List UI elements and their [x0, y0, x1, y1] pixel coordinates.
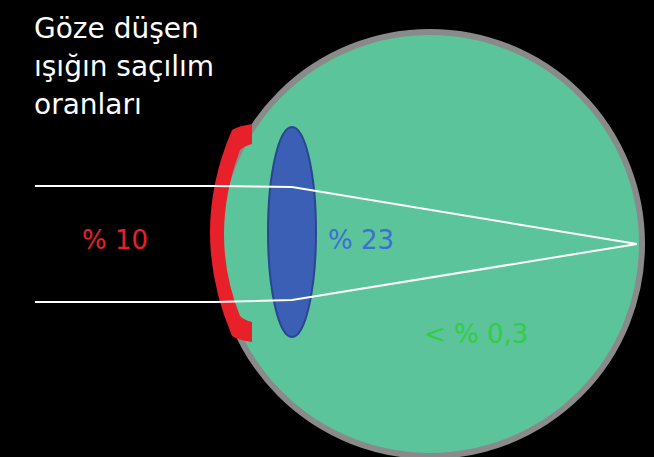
diagram-title: Göze düşen ışığın saçılım oranları — [34, 10, 274, 124]
lens-scatter-value: % 23 — [328, 224, 394, 256]
vitreous-scatter-value: < % 0,3 — [424, 318, 528, 350]
lens — [268, 127, 316, 337]
eyeball — [218, 32, 642, 456]
cornea — [210, 124, 252, 342]
cornea-scatter-value: % 10 — [82, 224, 148, 256]
